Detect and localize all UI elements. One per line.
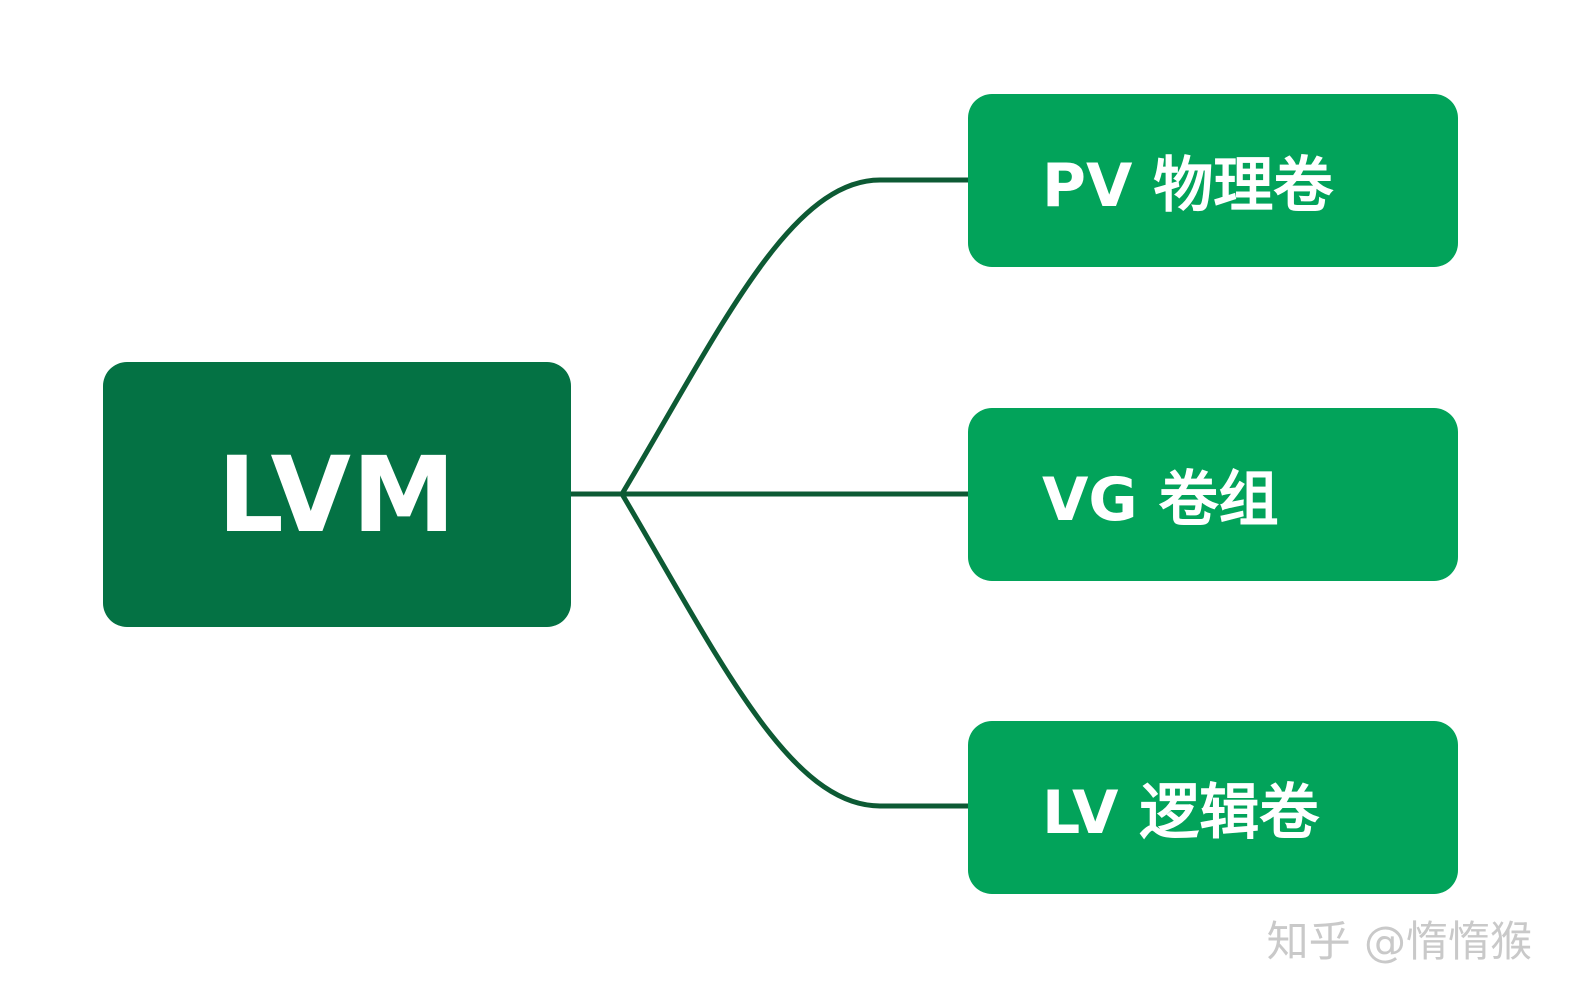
pv-node-label: PV 物理卷 (1042, 151, 1334, 221)
vg-node: VG 卷组 (968, 408, 1458, 581)
vg-node-label: VG 卷组 (1042, 465, 1279, 535)
zhihu-watermark: 知乎 @惰惰猴 (1266, 917, 1532, 966)
connector-root-to-lv (619, 492, 968, 809)
connector-root-to-pv (571, 177, 968, 497)
pv-node: PV 物理卷 (968, 94, 1458, 267)
lvm-root-node: LVM (103, 362, 571, 627)
lvm-root-label: LVM (217, 433, 457, 556)
lv-node: LV 逻辑卷 (968, 721, 1458, 894)
lv-node-label: LV 逻辑卷 (1042, 778, 1320, 848)
